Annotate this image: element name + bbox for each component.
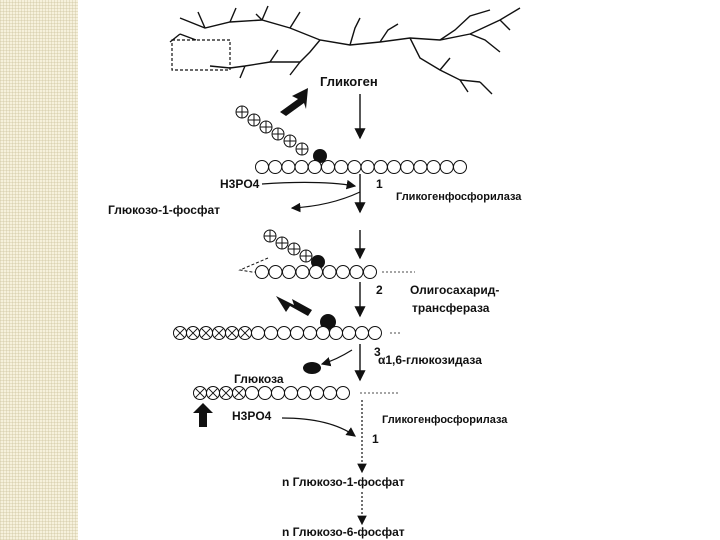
- big-arrow-up: [193, 403, 213, 427]
- enzyme-transferase-line1: Олигосахарид-: [410, 283, 499, 297]
- glucose-residue: [255, 265, 269, 279]
- decorative-side-strip: [0, 0, 78, 540]
- branch-glucose-chain-1: [235, 105, 309, 156]
- glucose-residue: [186, 326, 200, 340]
- glucose-residue: [347, 160, 362, 174]
- glucose-residue: [349, 265, 364, 279]
- glucose-residue: [295, 142, 309, 156]
- glucose-residue: [199, 326, 213, 340]
- glucose-residue: [336, 265, 350, 279]
- glucose-residue: [283, 134, 297, 148]
- glucose-residue: [294, 160, 309, 174]
- glucose-release-arrow: [320, 349, 353, 367]
- glucose-residue: [271, 127, 285, 141]
- main-glucose-chain-1: [255, 160, 467, 174]
- glucose-residue: [413, 160, 428, 174]
- enzyme-phosphorylase-top: Гликогенфосфорилаза: [396, 191, 522, 203]
- glucose-residue: [363, 265, 377, 279]
- glucose-label: Глюкоза: [234, 372, 284, 386]
- glucose-residue: [271, 386, 285, 400]
- glucose-residue: [303, 326, 317, 340]
- glucose-residue: [400, 160, 415, 174]
- branch-point-glucose-3: [320, 314, 336, 330]
- glucose-residue: [275, 236, 289, 250]
- big-arrow-1: [280, 88, 308, 116]
- glucose-residue: [173, 326, 187, 340]
- glucose-residue: [277, 326, 291, 340]
- glucose-residue: [268, 160, 283, 174]
- main-glucose-chain-2: [255, 265, 377, 279]
- glycogen-tree: [169, 5, 521, 95]
- branch-glucose-chain-2: [263, 229, 313, 263]
- glucose-residue: [336, 386, 350, 400]
- glucose-residue: [251, 326, 265, 340]
- glucose-residue: [259, 120, 273, 134]
- tree-selection-box: [171, 39, 231, 71]
- glucose-residue: [323, 386, 337, 400]
- glucose-residue: [334, 160, 349, 174]
- glucose-residue: [268, 265, 283, 279]
- h3po4-label-bottom: H3PO4: [232, 409, 272, 423]
- phosphate-arrow-top: [261, 179, 357, 190]
- branch-point-glucose-1: [313, 149, 327, 163]
- h3po4-label-top: H3PO4: [220, 177, 260, 191]
- n-g6p-label: n Глюкозо-6-фосфат: [282, 525, 405, 539]
- glycogen-label: Гликоген: [320, 74, 378, 89]
- glucose-residue: [212, 326, 226, 340]
- step-1-label-bottom: 1: [372, 432, 379, 446]
- glucose-residue: [245, 386, 259, 400]
- glucose-residue: [309, 265, 323, 279]
- phosphate-arrow-bottom: [281, 417, 356, 437]
- glucose-residue: [299, 249, 313, 263]
- glucose-residue: [453, 160, 467, 174]
- step-2-label: 2: [376, 283, 383, 297]
- glucose-residue: [206, 386, 220, 400]
- glucose-residue: [355, 326, 369, 340]
- main-glucose-chain-3: [173, 326, 382, 340]
- glucose-residue: [321, 160, 335, 174]
- glucose-residue: [193, 386, 207, 400]
- enzyme-phosphorylase-bottom: Гликогенфосфорилаза: [382, 414, 508, 426]
- enzyme-glucosidase: α1,6-глюкозидаза: [378, 353, 482, 367]
- glucose-residue: [307, 160, 322, 174]
- glucose-residue: [310, 386, 324, 400]
- main-glucose-chain-4: [193, 386, 350, 400]
- glucose-residue: [439, 160, 454, 174]
- glucose-residue: [255, 160, 269, 174]
- glucose-residue: [219, 386, 233, 400]
- glucose-residue: [263, 229, 277, 243]
- enzyme-transferase-line2: трансфераза: [412, 301, 490, 315]
- glucose-residue: [264, 326, 278, 340]
- big-arrow-2: [276, 296, 312, 316]
- glucose-residue: [360, 160, 375, 174]
- glucose-residue: [329, 326, 343, 340]
- step-3-label: 3: [374, 345, 381, 359]
- glucose-residue: [373, 160, 388, 174]
- glucose-residue: [282, 265, 296, 279]
- free-glucose: [303, 362, 321, 374]
- glucose-residue: [342, 326, 356, 340]
- glucose-residue: [281, 160, 296, 174]
- glucose-residue: [426, 160, 441, 174]
- glucose-residue: [316, 326, 330, 340]
- g1p-label-top: Глюкозо-1-фосфат: [108, 203, 220, 217]
- glucose-residue: [247, 113, 261, 127]
- n-g1p-label: n Глюкозо-1-фосфат: [282, 475, 405, 489]
- glucose-residue: [225, 326, 239, 340]
- glucose-residue: [258, 386, 272, 400]
- glucose-residue: [238, 326, 252, 340]
- glucose-residue: [284, 386, 298, 400]
- step-1-label-top: 1: [376, 177, 383, 191]
- glucose-residue: [368, 326, 382, 340]
- glucose-residue: [322, 265, 337, 279]
- glucose-residue: [295, 265, 310, 279]
- glucose-residue: [287, 242, 301, 256]
- glucose-residue: [290, 326, 304, 340]
- glucose-residue: [387, 160, 401, 174]
- glucose-residue: [235, 105, 249, 119]
- glucose-residue: [232, 386, 246, 400]
- g1p-release-arrow: [290, 191, 361, 213]
- glucose-residue: [297, 386, 311, 400]
